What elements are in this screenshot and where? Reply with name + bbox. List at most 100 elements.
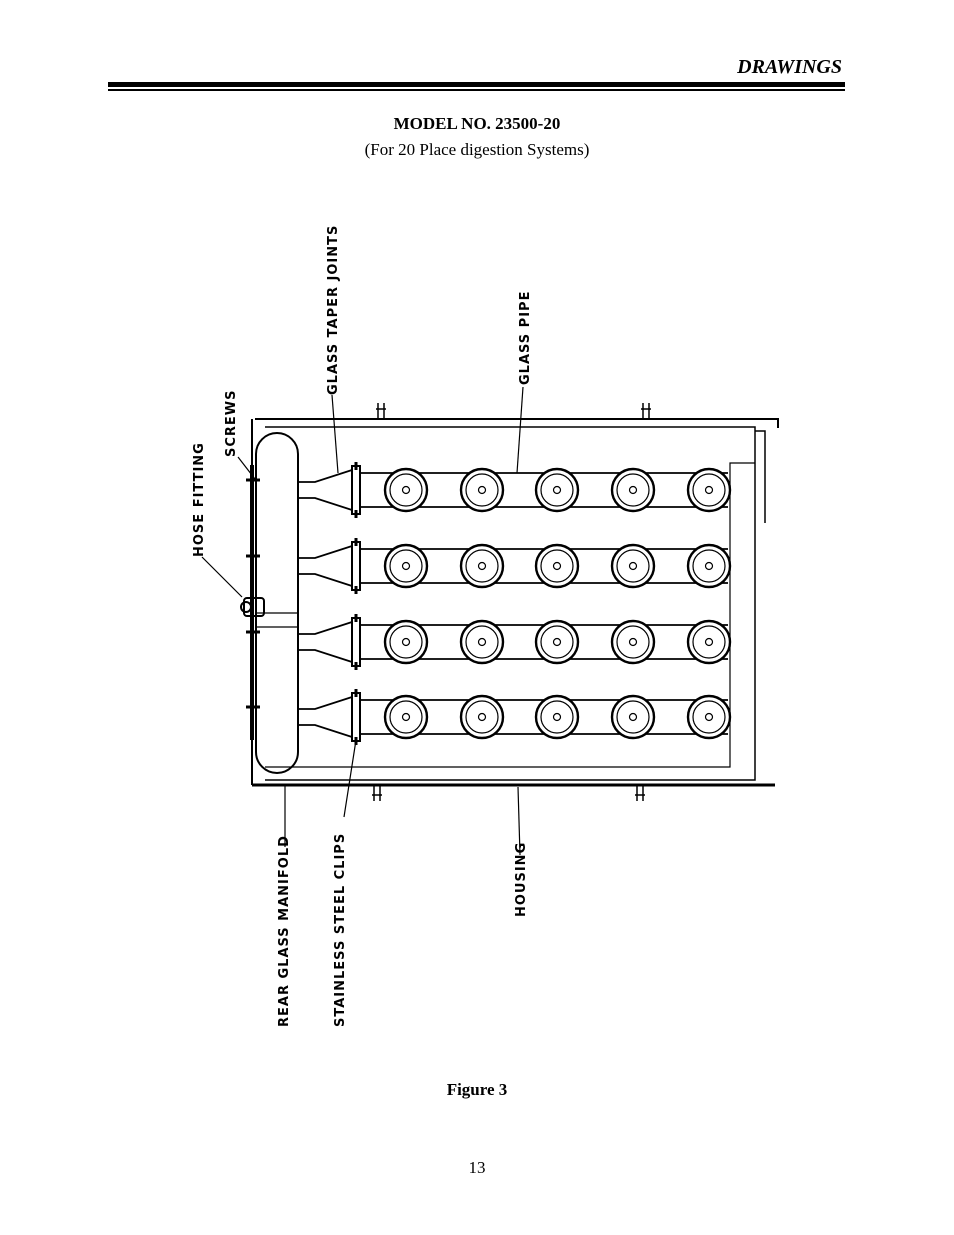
digestion-port-inner (692, 473, 726, 507)
stainless-clip (351, 465, 361, 515)
digestion-port-inner (540, 625, 574, 659)
header-rule-thin (108, 89, 845, 91)
page-number: 13 (468, 1158, 486, 1177)
label-screws: SCREWS (224, 389, 239, 458)
digestion-port-hole (552, 485, 562, 495)
digestion-port-inner (389, 473, 423, 507)
leader-hose-fitting (201, 556, 243, 598)
digestion-port-inner (692, 625, 726, 659)
digestion-port-hole (552, 712, 562, 722)
digestion-port-hole (401, 485, 411, 495)
header-rule-thick (108, 82, 845, 87)
digestion-port-outer (610, 619, 656, 665)
digestion-port-inner (616, 625, 650, 659)
label-rear-glass-manifold: REAR GLASS MANIFOLD (277, 835, 292, 1027)
label-hose-fitting: HOSE FITTING (192, 442, 207, 557)
label-housing: HOUSING (514, 841, 529, 917)
digestion-port-outer (459, 467, 505, 513)
figure-drawing: GLASS TAPER JOINTS GLASS PIPE SCREWS HOS… (180, 195, 820, 1035)
figure-caption: Figure 3 (446, 1080, 508, 1099)
leader-housing (517, 786, 521, 856)
digestion-port-inner (465, 625, 499, 659)
digestion-port-hole (704, 637, 714, 647)
digestion-port-inner (616, 549, 650, 583)
digestion-port-hole (477, 561, 487, 571)
digestion-port-hole (704, 712, 714, 722)
digestion-port-outer (686, 543, 732, 589)
digestion-port-hole (401, 637, 411, 647)
top-nub-left (376, 403, 386, 419)
label-glass-taper-joints: GLASS TAPER JOINTS (326, 224, 341, 395)
digestion-port-inner (616, 473, 650, 507)
model-title: MODEL NO. 23500-20 (393, 114, 561, 133)
taper-joint (298, 468, 353, 512)
leader-screws (237, 456, 256, 480)
drawing-svg (201, 386, 779, 856)
hose-fitting-shape (243, 597, 265, 617)
digestion-port-inner (465, 700, 499, 734)
digestion-port-outer (383, 694, 429, 740)
digestion-port-outer (686, 467, 732, 513)
digestion-port-hole (704, 561, 714, 571)
digestion-port-inner (465, 473, 499, 507)
digestion-port-inner (692, 700, 726, 734)
digestion-port-outer (534, 467, 580, 513)
digestion-port-outer (459, 619, 505, 665)
digestion-port-inner (389, 625, 423, 659)
digestion-port-outer (459, 694, 505, 740)
digestion-port-inner (389, 700, 423, 734)
digestion-port-outer (610, 694, 656, 740)
section-title: DRAWINGS (737, 56, 842, 78)
digestion-port-outer (383, 467, 429, 513)
top-nub-right (641, 403, 651, 419)
digestion-port-hole (477, 485, 487, 495)
digestion-port-inner (540, 700, 574, 734)
housing-inner (265, 426, 756, 781)
taper-joint (298, 620, 353, 664)
model-subtitle: (For 20 Place digestion Systems) (364, 140, 590, 159)
digestion-port-inner (616, 700, 650, 734)
digestion-port-hole (401, 712, 411, 722)
digestion-port-outer (534, 543, 580, 589)
label-stainless-steel-clips: STAINLESS STEEL CLIPS (333, 832, 348, 1027)
digestion-port-outer (686, 619, 732, 665)
digestion-port-inner (465, 549, 499, 583)
stainless-clip (351, 692, 361, 742)
digestion-port-inner (540, 473, 574, 507)
taper-joint (298, 695, 353, 739)
label-glass-pipe: GLASS PIPE (518, 290, 533, 385)
digestion-port-inner (389, 549, 423, 583)
digestion-port-outer (610, 467, 656, 513)
digestion-port-hole (628, 561, 638, 571)
digestion-port-hole (552, 561, 562, 571)
housing-top-edge (255, 418, 779, 428)
digestion-port-hole (628, 637, 638, 647)
digestion-port-hole (704, 485, 714, 495)
taper-joint (298, 544, 353, 588)
digestion-port-outer (383, 619, 429, 665)
digestion-port-hole (401, 561, 411, 571)
leader-glass-taper-joints (331, 394, 339, 474)
digestion-port-outer (686, 694, 732, 740)
digestion-port-hole (477, 637, 487, 647)
leader-stainless-steel-clips (343, 739, 357, 818)
digestion-port-outer (534, 694, 580, 740)
housing-inner-bottom (265, 462, 755, 768)
digestion-port-outer (610, 543, 656, 589)
bottom-nub-left (372, 785, 382, 801)
digestion-port-hole (552, 637, 562, 647)
digestion-port-inner (692, 549, 726, 583)
rear-glass-manifold-shape (255, 432, 299, 774)
bottom-nub-right (635, 785, 645, 801)
digestion-port-outer (534, 619, 580, 665)
housing-right-flange (755, 430, 766, 523)
leader-glass-pipe (516, 386, 524, 474)
hose-fitting-port (240, 601, 252, 613)
digestion-port-hole (477, 712, 487, 722)
digestion-port-outer (383, 543, 429, 589)
stainless-clip (351, 541, 361, 591)
digestion-port-inner (540, 549, 574, 583)
digestion-port-outer (459, 543, 505, 589)
stainless-clip (351, 617, 361, 667)
digestion-port-hole (628, 712, 638, 722)
